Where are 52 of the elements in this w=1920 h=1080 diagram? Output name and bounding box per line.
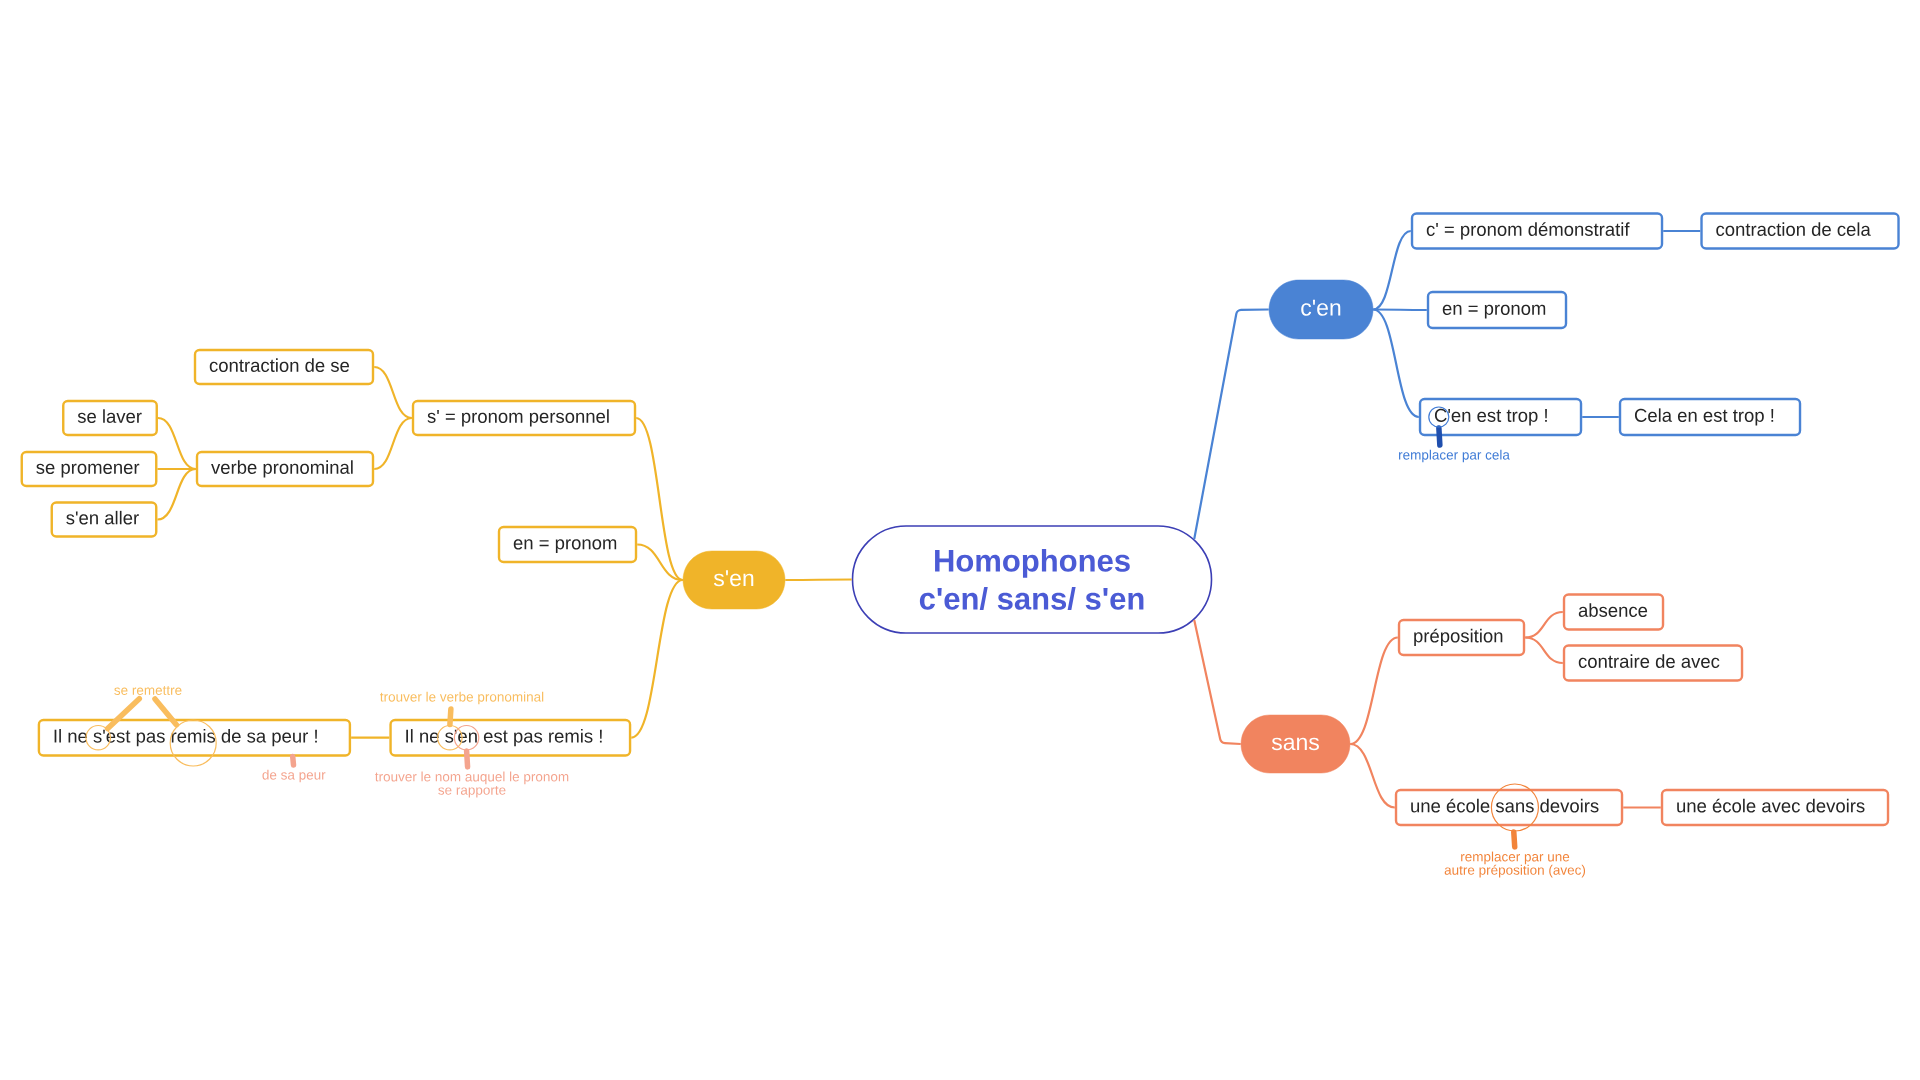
topic-box: absence — [1562, 593, 1665, 631]
topic-box: verbe pronominal — [195, 450, 375, 488]
branch-line — [1193, 619, 1241, 746]
branch-line — [373, 416, 413, 471]
topic-box: s' = pronom personnel — [411, 399, 637, 437]
topic-box: contraction de cela — [1700, 212, 1900, 250]
branch-line — [637, 543, 683, 582]
topic-box: en = pronom — [497, 525, 638, 564]
branch-line — [157, 467, 197, 521]
topic-box: s'en aller — [50, 501, 158, 538]
leader-line — [289, 753, 297, 768]
branch-line — [351, 736, 390, 739]
branch-line — [1372, 308, 1420, 419]
annotation-text: de sa peur — [262, 769, 326, 783]
leader-line — [453, 724, 480, 770]
branch-line — [1350, 742, 1396, 809]
topic-box: contraire de avec — [1562, 644, 1744, 682]
topic-box: se promener — [20, 450, 158, 488]
topic-box: préposition — [1397, 618, 1526, 657]
branch-line — [1349, 636, 1399, 746]
leader-line — [152, 696, 180, 728]
branch-line — [630, 579, 684, 739]
branch-pill: c'en — [1268, 279, 1374, 340]
leader-line — [1511, 829, 1518, 850]
branch-line — [1582, 415, 1619, 419]
topic-box: une école sans devoirs — [1394, 788, 1624, 827]
annotation-text: remplacer par cela — [1399, 449, 1510, 463]
topic-box: Il ne s'est pas remis de sa peur ! — [37, 718, 352, 757]
annotation-text: se remettre — [114, 686, 182, 695]
topic-box: Cela en est trop ! — [1618, 397, 1802, 437]
annotation-text: remplacer par une autre préposition (avec) — [1444, 851, 1586, 878]
topic-box: c' = pronom démonstratif — [1410, 212, 1664, 250]
branch-pill: s'en — [682, 550, 786, 610]
branch-line — [1623, 806, 1661, 809]
leader-line — [1428, 406, 1450, 448]
topic-box: se laver — [62, 399, 158, 437]
topic-box: en = pronom — [1426, 290, 1568, 330]
branch-line — [1663, 229, 1701, 233]
topic-box: contraction de se — [193, 348, 375, 386]
leader-line — [437, 706, 463, 751]
branch-line — [1373, 308, 1427, 312]
branch-line — [635, 417, 684, 581]
branch-pill: sans — [1240, 714, 1351, 774]
topic-box: Il ne s'en est pas remis ! — [389, 718, 632, 757]
annotation-text: trouver le verbe pronominal — [380, 691, 544, 705]
branch-line — [1525, 610, 1563, 639]
branch-line — [1525, 636, 1563, 665]
branch-line — [1193, 308, 1269, 540]
topic-box: une école avec devoirs — [1660, 788, 1890, 827]
branch-line — [785, 578, 852, 582]
annotation-text: trouver le nom auquel le pronom se rapporte — [375, 771, 569, 798]
leader-line — [85, 695, 143, 751]
